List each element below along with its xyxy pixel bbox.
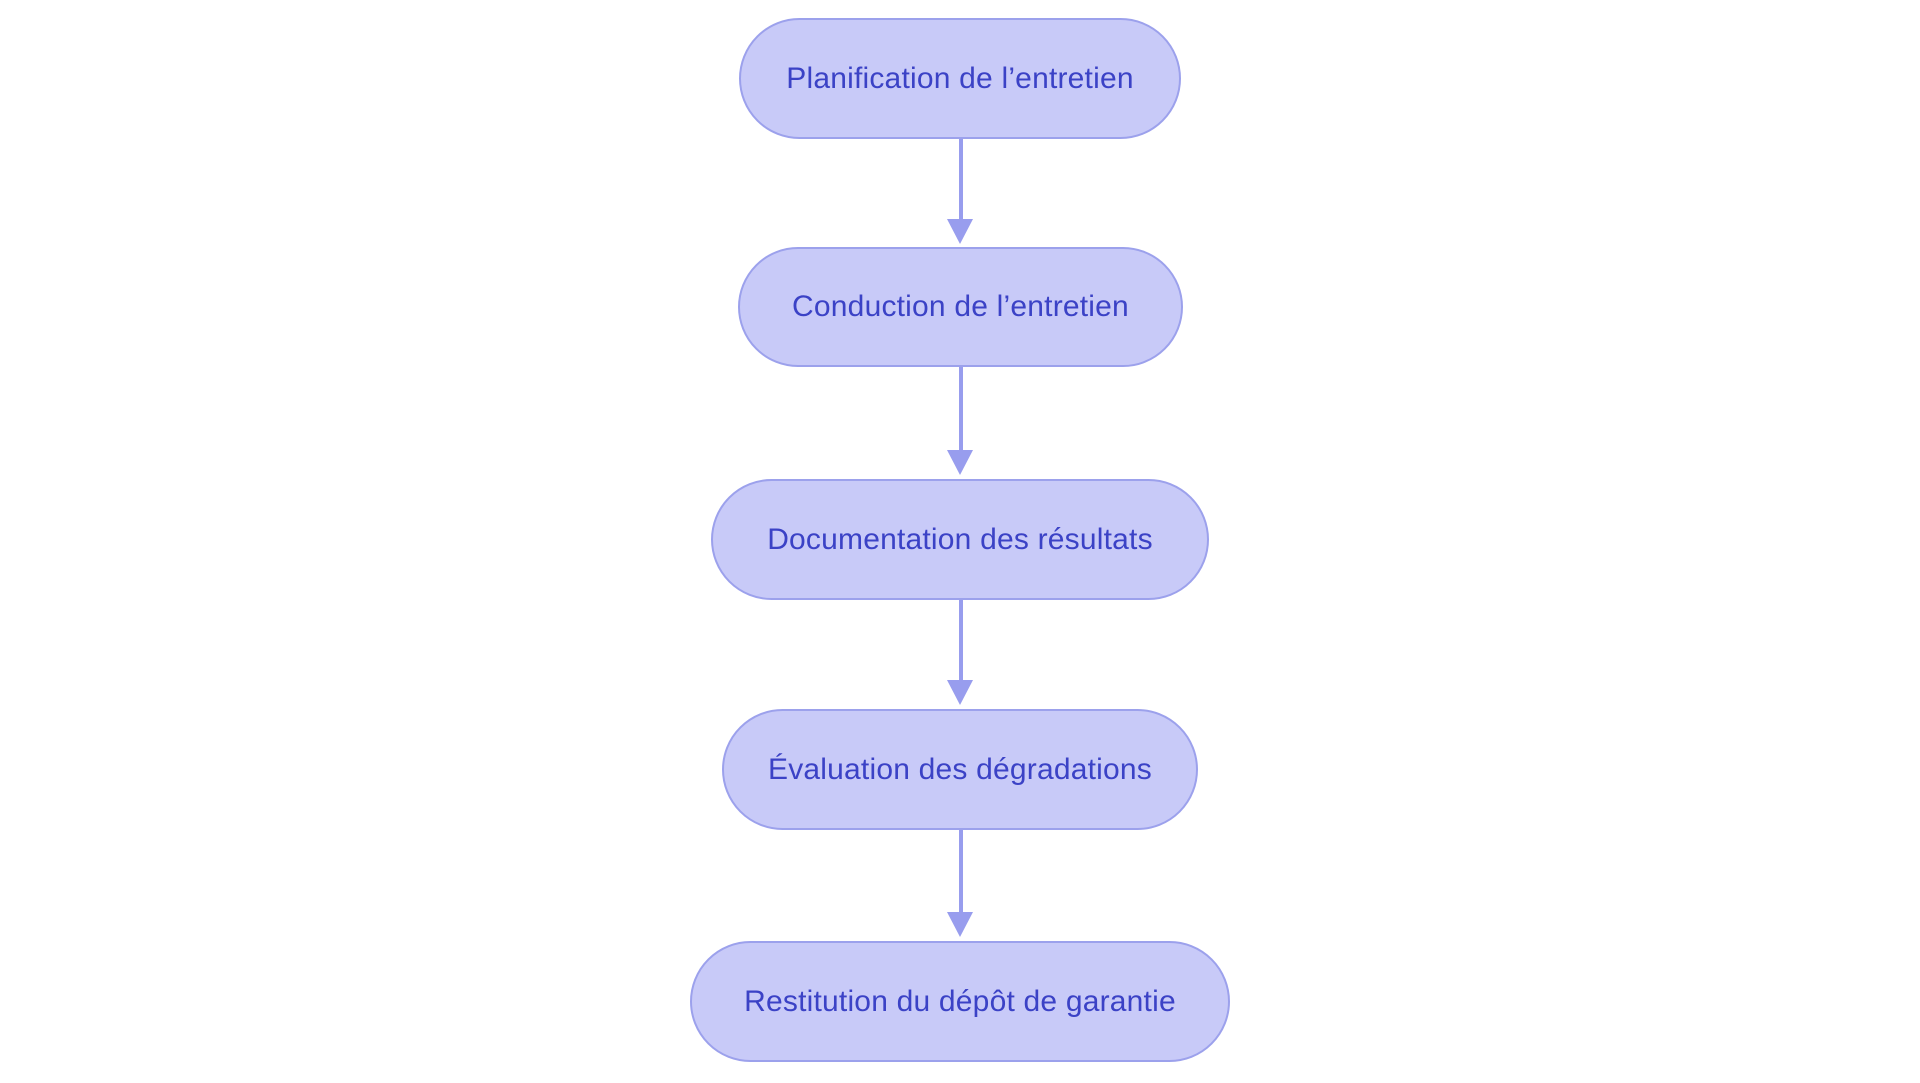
flow-node-evaluation-degradations: Évaluation des dégradations — [722, 709, 1198, 830]
arrow-shaft — [958, 139, 963, 226]
flow-node-label: Évaluation des dégradations — [767, 752, 1152, 786]
edge-n1-n2 — [947, 139, 974, 244]
arrow-shaft — [958, 600, 963, 687]
edge-n4-n5 — [947, 830, 974, 937]
flow-node-label: Documentation des résultats — [767, 522, 1153, 556]
edge-n3-n4 — [947, 600, 974, 705]
arrow-down-icon — [947, 450, 973, 475]
flow-node-conduction-entretien: Conduction de l’entretien — [738, 247, 1183, 367]
flow-node-label: Restitution du dépôt de garantie — [744, 984, 1176, 1018]
arrow-down-icon — [947, 219, 973, 244]
edge-n2-n3 — [947, 367, 974, 475]
flow-node-label: Conduction de l’entretien — [792, 290, 1129, 323]
arrow-down-icon — [947, 680, 973, 705]
flow-node-planification-entretien: Planification de l’entretien — [739, 18, 1181, 139]
arrow-shaft — [958, 830, 963, 919]
flow-node-documentation-resultats: Documentation des résultats — [711, 479, 1209, 600]
arrow-down-icon — [947, 912, 973, 937]
flow-node-restitution-depot-garantie: Restitution du dépôt de garantie — [690, 941, 1230, 1062]
flow-node-label: Planification de l’entretien — [786, 61, 1134, 95]
arrow-shaft — [958, 367, 963, 457]
